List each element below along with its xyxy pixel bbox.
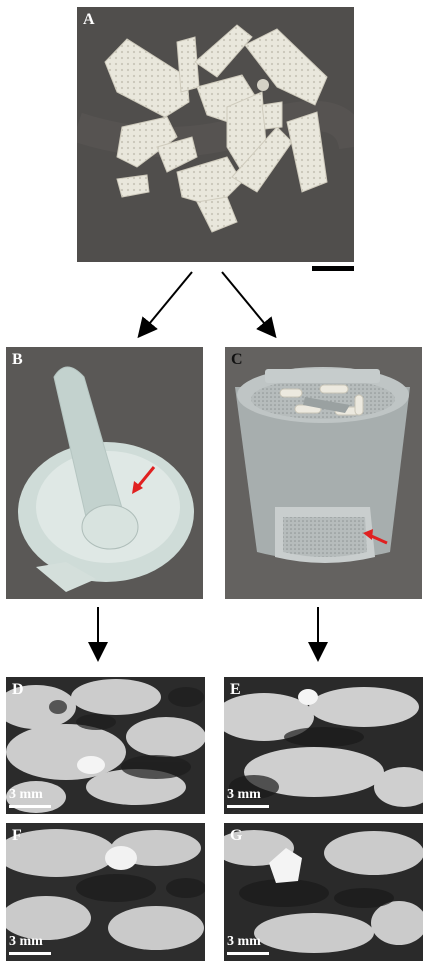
coral-fragments-image — [77, 7, 354, 262]
panel-e-scale-bar — [227, 805, 269, 808]
panel-b-label: B — [12, 351, 23, 368]
powder-image-f — [6, 823, 205, 961]
powder-image-e — [224, 677, 423, 814]
scale-bar-a — [312, 266, 354, 271]
panel-c: C — [225, 347, 422, 599]
panel-a-label: A — [83, 11, 95, 28]
panel-c-label: C — [231, 351, 243, 368]
powder-image-d — [6, 677, 205, 814]
panel-g: G 3 mm — [224, 823, 423, 961]
panel-g-label: G — [230, 827, 243, 844]
arrow-a-to-c — [221, 271, 277, 339]
panel-d-scale-bar — [9, 805, 51, 808]
panel-f-label: F — [12, 827, 22, 844]
panel-b: B — [6, 347, 203, 599]
powder-image-g — [224, 823, 423, 961]
panel-d-label: D — [12, 681, 24, 698]
mortar-pestle-image — [6, 347, 203, 599]
panel-g-scale-bar — [227, 952, 269, 955]
panel-e: E 3 mm — [224, 677, 423, 814]
arrow-a-to-b — [137, 271, 193, 339]
panel-a: A — [77, 7, 354, 262]
sieve-container-image — [225, 347, 422, 599]
panel-f: F 3 mm — [6, 823, 205, 961]
panel-d-scale-label: 3 mm — [9, 787, 43, 802]
panel-e-scale-label: 3 mm — [227, 787, 261, 802]
panel-d: D 3 mm — [6, 677, 205, 814]
panel-e-label: E — [230, 681, 241, 698]
panel-f-scale-bar — [9, 952, 51, 955]
panel-g-scale-label: 3 mm — [227, 934, 261, 949]
panel-f-scale-label: 3 mm — [9, 934, 43, 949]
